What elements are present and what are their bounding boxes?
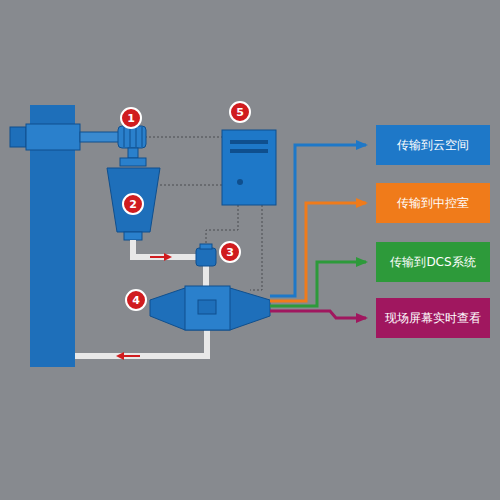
output-line (270, 311, 366, 318)
head-fins (124, 127, 142, 147)
analyzer-core (185, 286, 230, 330)
connector (128, 148, 138, 158)
analyzer-window (198, 300, 216, 314)
probe-housing (26, 124, 80, 150)
connector (120, 158, 146, 166)
probe-tube (80, 132, 120, 142)
box-text: 传输到中控室 (397, 195, 469, 212)
callout-number: 4 (125, 289, 147, 311)
callout-number: 1 (120, 107, 142, 129)
callout-number: 2 (122, 193, 144, 215)
filter-body (107, 168, 160, 232)
output-line (270, 262, 366, 306)
output-box: 传输到云空间 (376, 125, 490, 165)
flow-arrow (150, 256, 170, 258)
flow-arrow (118, 355, 140, 357)
box-text: 现场屏幕实时查看 (385, 310, 481, 327)
callout-number: 3 (219, 241, 241, 263)
pump-cap (200, 244, 212, 249)
box-text: 传输到云空间 (397, 137, 469, 154)
output-box: 传输到DCS系统 (376, 242, 490, 282)
box-text: 传输到DCS系统 (390, 254, 475, 271)
computer-slot (230, 140, 268, 144)
sample-pipe (133, 240, 198, 257)
probe-head (118, 126, 146, 148)
callout-number: 5 (229, 101, 251, 123)
computer-button (237, 179, 243, 185)
computer-slot (230, 149, 268, 153)
probe-flange (10, 127, 26, 147)
sample-pipe (203, 266, 209, 288)
return-pipe (75, 330, 207, 356)
output-box: 现场屏幕实时查看 (376, 298, 490, 338)
pump (196, 248, 216, 266)
filter-outlet (124, 232, 142, 240)
computer (222, 130, 276, 205)
output-box: 传输到中控室 (376, 183, 490, 223)
